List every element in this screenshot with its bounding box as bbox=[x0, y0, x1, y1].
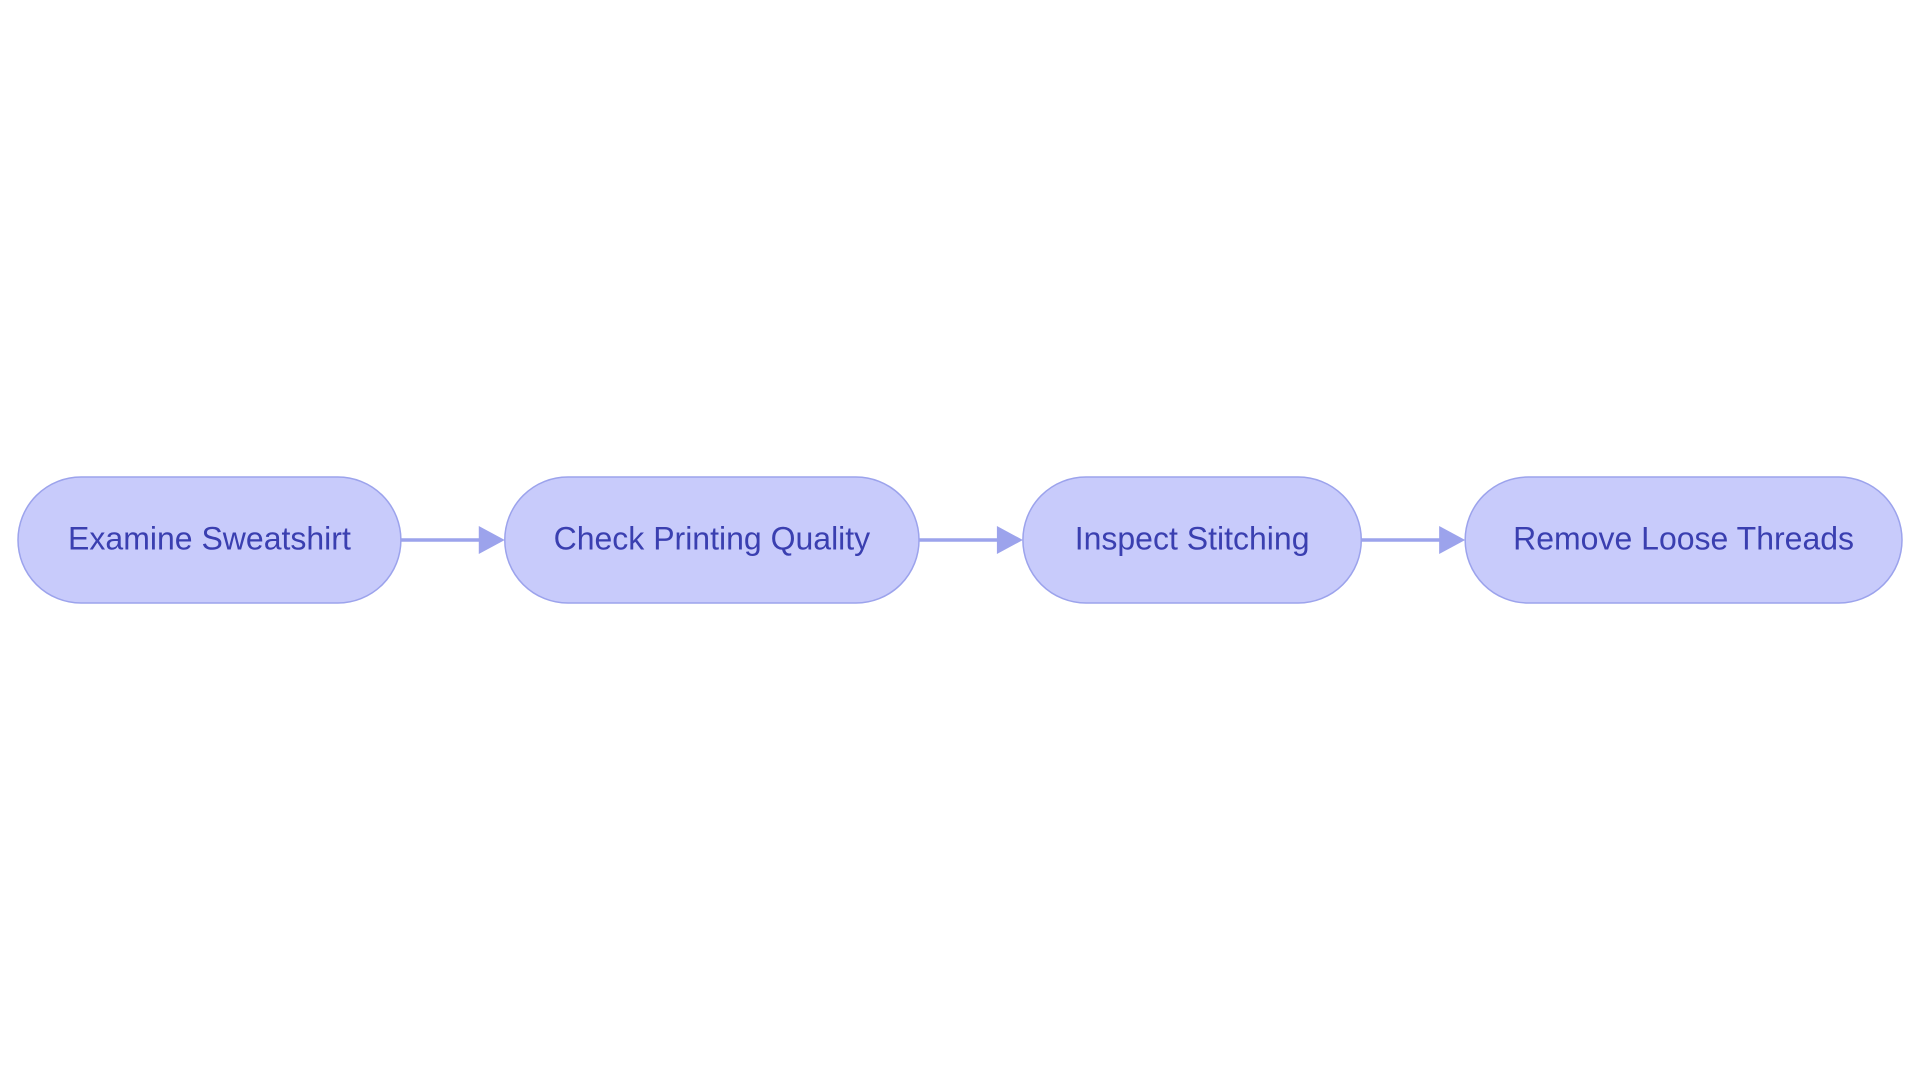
flowchart-arrow bbox=[919, 526, 1023, 554]
node-label: Remove Loose Threads bbox=[1513, 520, 1854, 556]
flowchart-node: Check Printing Quality bbox=[504, 476, 920, 604]
node-label: Inspect Stitching bbox=[1075, 520, 1310, 556]
flowchart-node: Examine Sweatshirt bbox=[17, 476, 402, 604]
node-shape bbox=[504, 476, 920, 604]
node-label: Check Printing Quality bbox=[554, 520, 871, 556]
node-shape bbox=[17, 476, 402, 604]
flowchart-nodes: Examine Sweatshirt Check Printing Quality… bbox=[17, 476, 1903, 604]
node-shape bbox=[1464, 476, 1903, 604]
node-shape bbox=[1022, 476, 1363, 604]
node-label: Examine Sweatshirt bbox=[68, 520, 351, 556]
flowchart-edges bbox=[400, 526, 1466, 554]
flowchart-arrow bbox=[400, 526, 505, 554]
flowchart-arrow bbox=[1361, 526, 1466, 554]
arrowhead-icon bbox=[478, 526, 505, 554]
arrowhead-icon bbox=[996, 526, 1023, 554]
arrowhead-icon bbox=[1439, 526, 1466, 554]
flowchart-node: Remove Loose Threads bbox=[1464, 476, 1903, 604]
flowchart-node: Inspect Stitching bbox=[1022, 476, 1363, 604]
